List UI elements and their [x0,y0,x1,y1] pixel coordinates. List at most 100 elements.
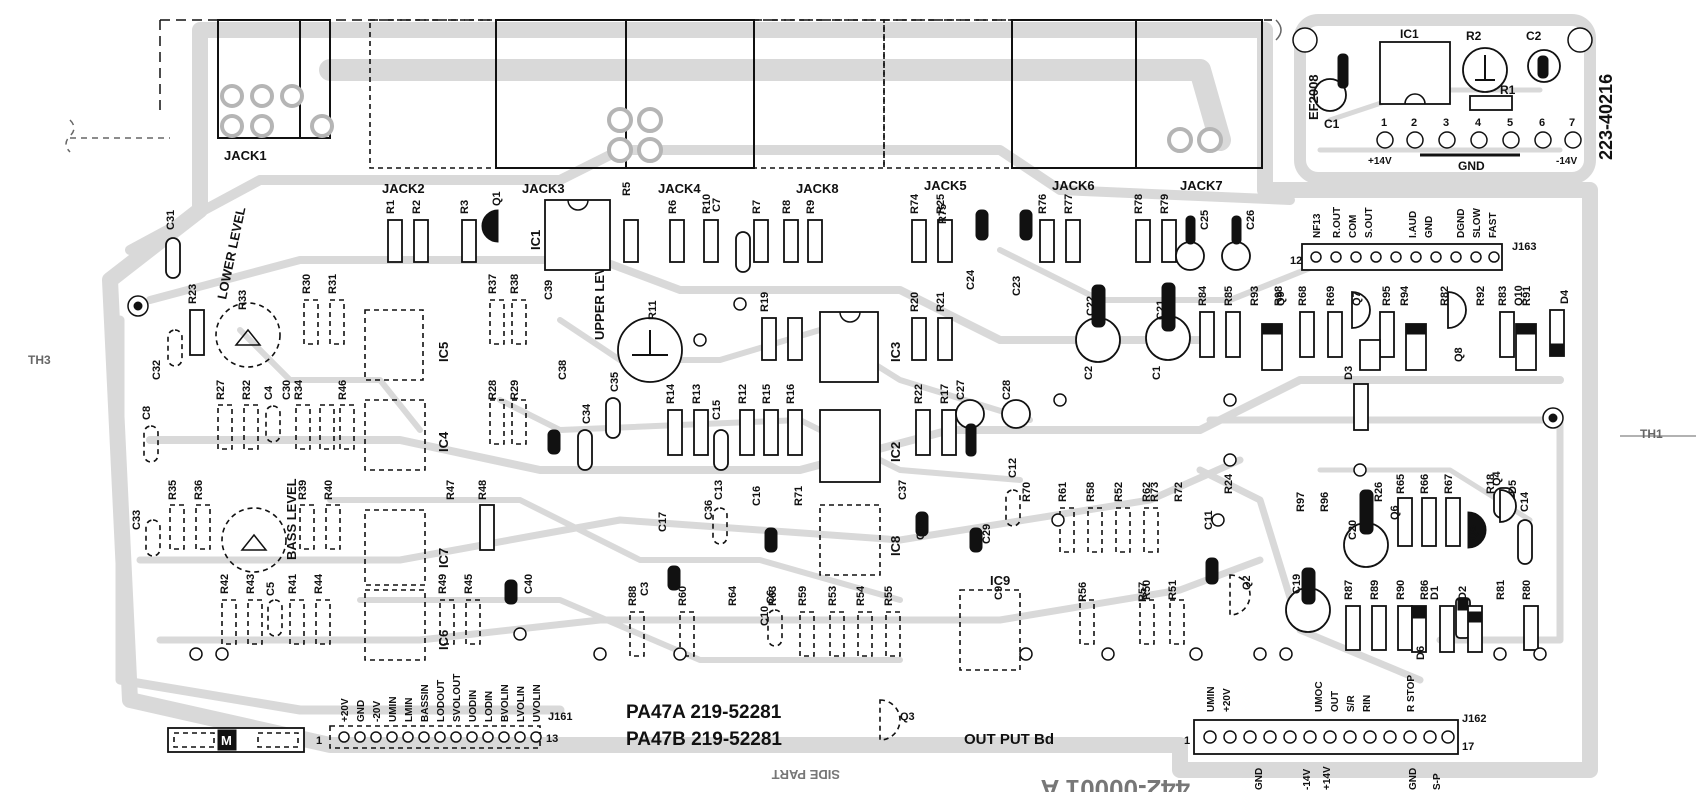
resistor-label: R92 [1475,286,1487,306]
resistor-label: R98 [1273,286,1285,306]
module-part-label: R1 [1500,83,1516,97]
resistor-label: R37 [487,274,499,294]
resistor-label: R20 [909,292,921,312]
transistor-label: Q5 [1467,525,1479,540]
capacitor-label: C37 [897,480,909,500]
resistor-label: R8 [781,200,793,214]
resistor-label: R34 [293,379,305,400]
resistor-label: R28 [487,380,499,400]
resistor-label: R65 [1395,474,1407,494]
jack-label: JACK3 [522,181,565,196]
capacitor-label: C8 [141,406,153,420]
module-pin: 6 [1539,117,1545,129]
transistor-label: Q10 [1513,285,1525,306]
transistor-label: Q9 [1275,291,1287,306]
capacitor-label: C24 [965,269,977,290]
diode-bodies [1261,309,1565,653]
resistor-label: R27 [215,380,227,400]
resistor-label: R66 [1419,474,1431,494]
jack-label: JACK5 [924,178,967,193]
capacitor-label: C33 [131,510,143,530]
resistor-label: R32 [241,380,253,400]
copper-traces [115,59,1564,715]
side-marker: TH1 [1640,427,1663,441]
resistor-label: R5 [621,182,633,196]
capacitor-bodies [143,209,1533,647]
resistor-label: R74 [909,193,921,214]
jack-label: JACK1 [224,148,267,163]
vias [127,295,1564,661]
j161-pin-label: LVOLIN [516,686,527,722]
connector-j163: NF13 R.OUT COM S.OUT I.AUD GND DGND SLOW… [1290,207,1536,271]
diode-label: D6 [1415,646,1427,660]
resistor-label: R83 [1497,286,1509,306]
j162-pin-label: -14V [1302,769,1313,790]
j161-pin-label: UVOLIN [532,684,543,722]
resistor-label: R42 [219,574,231,594]
resistor-label: R96 [1319,492,1331,512]
capacitor-label: C19 [1291,574,1303,594]
resistor-label: R47 [445,480,457,500]
ribbon-connector: M [167,727,305,753]
capacitor-label: C20 [1347,520,1359,540]
resistor-label: R33 [237,290,249,310]
capacitor-label: C30 [281,380,293,400]
j163-pin-label: I.AUD [1408,211,1419,238]
resistor-label: R93 [1249,286,1261,306]
resistor-label: R84 [1197,285,1209,306]
capacitor-label: C7 [711,198,723,212]
j162-pin-label: S-P [1432,773,1443,790]
j163-pin-label: SLOW [1472,207,1483,238]
capacitor-label: C38 [557,360,569,380]
resistor-label: R25 [935,194,947,214]
ic-label: IC7 [436,548,451,568]
j161-pin-label: BASSIN [420,684,431,722]
trimmer-label: UPPER LEVEL [592,250,607,340]
resistor-label: R59 [797,586,809,606]
resistor-label: R11 [647,300,659,320]
resistor-label: R21 [935,292,947,312]
ic-label: IC9 [990,573,1010,588]
output-board-label: OUT PUT Bd [964,731,1054,748]
resistor-label: R12 [737,384,749,404]
resistor-label: R82 [1439,286,1451,306]
resistor-label: R10 [701,194,713,214]
diode-label: D4 [1559,289,1571,304]
module-voltage: +14V [1368,156,1392,167]
j163-pin-label: NF13 [1312,213,1323,238]
resistor-label: R17 [939,384,951,404]
resistor-label: R88 [627,586,639,606]
designator-labels: R1 R2 R3 R5 R6 R7 R8 R9 R10 R11 R12 R13 … [131,182,1571,723]
ic-label: IC3 [888,342,903,362]
diode-label: D5 [1507,480,1519,494]
transistor-label: Q6 [1389,505,1401,520]
resistor-label: R91 [1521,286,1533,306]
resistor-label: R80 [1521,580,1533,600]
resistor-label: R45 [463,574,475,594]
j162-pin-label: R STOP [1406,675,1417,712]
resistor-label: R54 [855,585,867,606]
capacitor-label: C25 [1199,210,1211,230]
resistor-label: R53 [827,586,839,606]
resistor-label: R36 [193,480,205,500]
capacitor-label: C39 [543,280,555,300]
resistor-label: R50 [1141,580,1153,600]
diode-label: D2 [1457,586,1469,600]
capacitor-label: C16 [751,486,763,506]
resistor-label: R40 [323,480,335,500]
diode-label: D3 [1343,366,1355,380]
resistor-label: R41 [287,574,299,594]
j162-pin-label: GND [1254,768,1265,790]
resistor-label: R31 [327,274,339,294]
resistor-label: R79 [1159,194,1171,214]
j161-pin-label: BVOLIN [500,684,511,722]
resistor-label: R75 [937,204,949,224]
transistor-bodies [481,209,1517,741]
module-part-label: IC1 [1400,27,1419,41]
j163-pin-label: COM [1348,215,1359,238]
connector-pin-number: 1 [1184,735,1190,747]
module-voltage: -14V [1556,156,1577,167]
capacitor-label: C4 [263,385,275,400]
connector-pin-number: 12 [1290,255,1302,267]
j161-pin-label: LODOUT [436,680,447,722]
